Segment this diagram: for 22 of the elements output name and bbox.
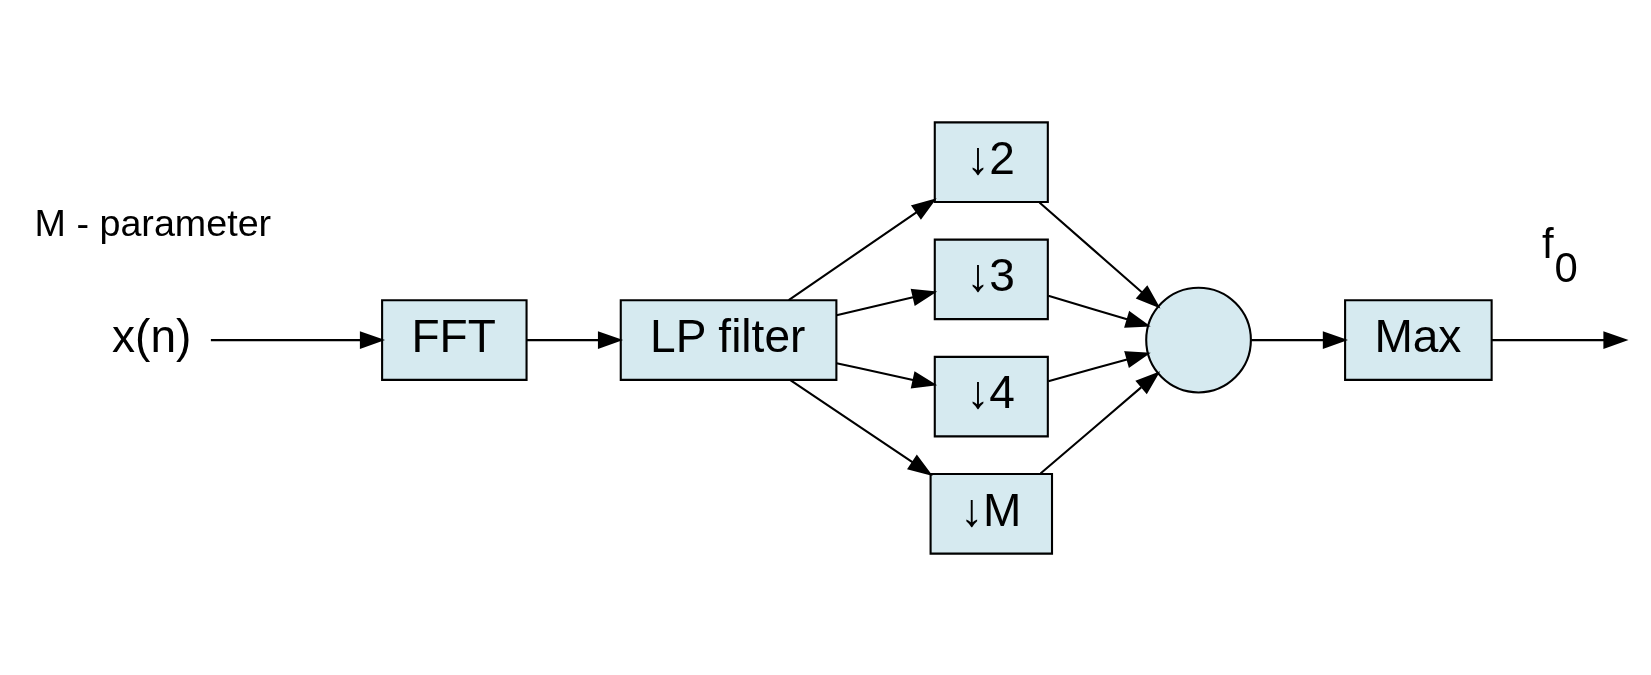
arrow bbox=[1251, 330, 1348, 349]
node-box: ↓M bbox=[929, 472, 1054, 555]
arrow bbox=[526, 330, 624, 349]
arrow bbox=[788, 197, 937, 301]
arrow bbox=[1038, 201, 1161, 309]
node-text: x(n) bbox=[112, 309, 192, 362]
arrow bbox=[836, 361, 938, 388]
node-box: LP filter bbox=[619, 298, 838, 381]
node-box: ↓3 bbox=[933, 238, 1049, 320]
node-box: FFT bbox=[381, 298, 528, 381]
node-box: Max bbox=[1344, 298, 1493, 381]
arrow bbox=[789, 378, 933, 476]
node-circle bbox=[1145, 286, 1252, 393]
label: M - parameter bbox=[34, 201, 272, 244]
arrow bbox=[1039, 370, 1161, 474]
arrow bbox=[1491, 330, 1629, 349]
node-box: ↓4 bbox=[933, 355, 1049, 437]
arrow bbox=[836, 288, 938, 316]
node-box: ↓2 bbox=[933, 120, 1049, 203]
arrow bbox=[210, 330, 386, 349]
arrow bbox=[1048, 350, 1151, 382]
arrow bbox=[1048, 294, 1151, 328]
